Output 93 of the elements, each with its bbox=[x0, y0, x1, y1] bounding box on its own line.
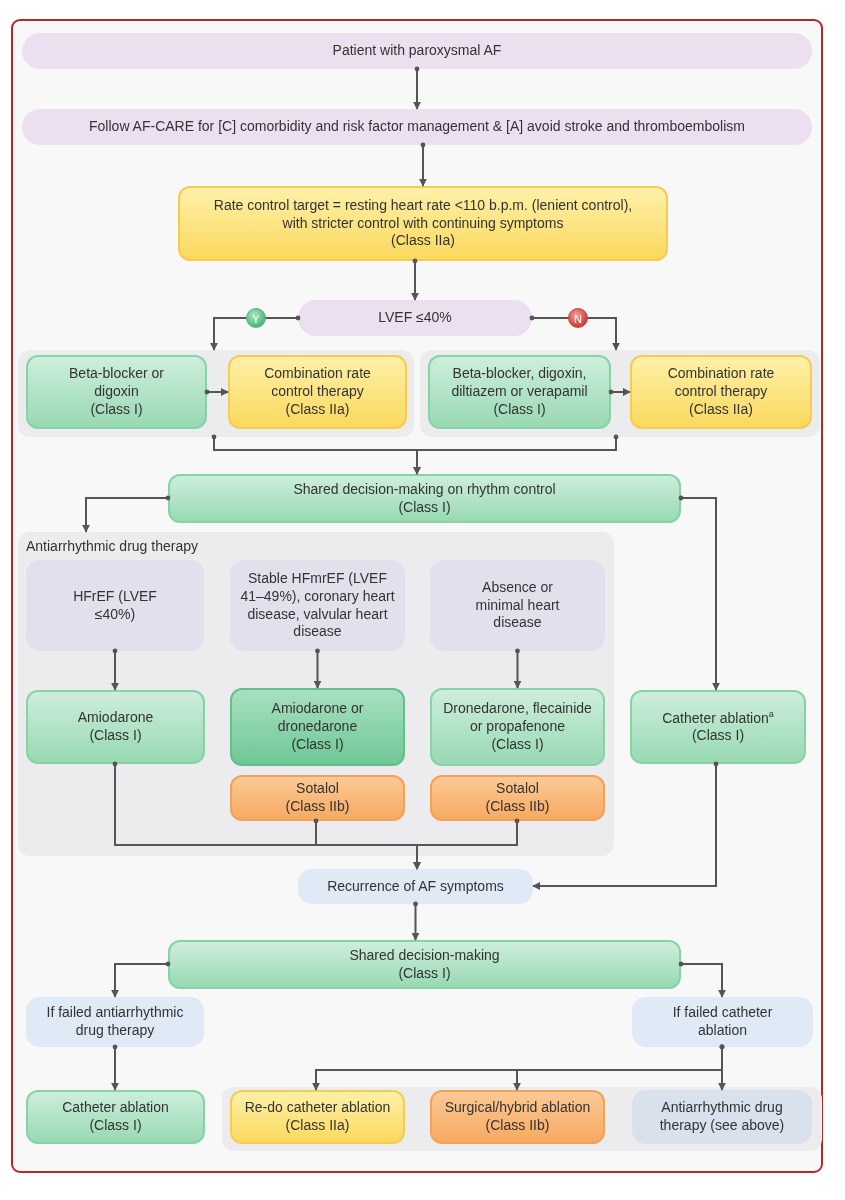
class-label: (Class I) bbox=[493, 400, 546, 419]
class-label: (Class IIa) bbox=[391, 232, 455, 251]
group-panel bbox=[18, 532, 614, 856]
node-text: Dronedarone, flecainide or propafenone bbox=[442, 700, 593, 736]
arrow bbox=[411, 258, 419, 301]
node-text: Combination rate control therapy bbox=[263, 365, 372, 401]
class-label: (Class IIa) bbox=[285, 400, 350, 419]
class-label: (Class I) bbox=[89, 1117, 142, 1135]
arrow bbox=[608, 388, 631, 396]
node-text: If failed antiarrhythmic drug therapy bbox=[45, 1004, 185, 1040]
node-text: HFrEF (LVEF ≤40%) bbox=[72, 587, 158, 624]
arrow bbox=[313, 648, 322, 689]
treatment-box bbox=[26, 355, 207, 429]
treatment-box bbox=[178, 186, 668, 261]
node-text: Follow AF-CARE for [C] comorbidity and risk factor management & [A] avoid stroke and thromboembolism bbox=[89, 118, 745, 136]
arrow bbox=[678, 495, 720, 691]
arrow bbox=[111, 961, 171, 998]
treatment-box bbox=[26, 690, 205, 764]
node-text: Beta-blocker, digoxin, diltiazem or verapamil bbox=[450, 365, 589, 401]
node-text: If failed catheter ablation bbox=[671, 1004, 774, 1040]
condition-box bbox=[230, 560, 405, 651]
class-label: (Class I) bbox=[291, 735, 344, 754]
class-label: (Class IIb) bbox=[485, 1117, 550, 1135]
treatment-box bbox=[430, 1090, 605, 1144]
condition-box bbox=[26, 560, 204, 651]
arrow bbox=[413, 434, 619, 475]
step-box bbox=[22, 109, 812, 145]
node-text: Amiodarone or dronedarone bbox=[270, 700, 365, 736]
treatment-box bbox=[168, 474, 681, 523]
treatment-box bbox=[428, 355, 611, 429]
class-label: (Class I) bbox=[398, 498, 451, 517]
group-panel bbox=[18, 350, 414, 437]
treatment-box bbox=[430, 688, 605, 766]
condition-box bbox=[430, 560, 605, 651]
node-text: Shared decision-making on rhythm control bbox=[293, 480, 556, 499]
node-text: Rate control target = resting heart rate <110 b.p.m. (lenient control), with stricter control with continuing symptoms bbox=[212, 196, 634, 233]
treatment-box bbox=[430, 775, 605, 821]
class-label: (Class IIa) bbox=[689, 400, 753, 419]
arrow bbox=[411, 901, 420, 941]
panel-heading: Antiarrhythmic drug therapy bbox=[26, 538, 198, 556]
group-panel bbox=[222, 1087, 822, 1151]
arrow bbox=[204, 388, 229, 396]
node-text: Amiodarone bbox=[77, 709, 154, 727]
class-label: (Class I) bbox=[398, 964, 451, 983]
treatment-box bbox=[230, 1090, 405, 1144]
treatment-box bbox=[228, 355, 407, 429]
arrow bbox=[718, 1044, 726, 1091]
node-text: Surgical/hybrid ablation bbox=[444, 1099, 591, 1117]
step-box bbox=[22, 33, 812, 69]
class-label: (Class I) bbox=[89, 727, 142, 745]
class-label: (Class I) bbox=[90, 400, 143, 419]
outcome-box bbox=[632, 997, 813, 1047]
node-text: Absence or minimal heart disease bbox=[474, 578, 561, 633]
node-text: Catheter ablation$^{a}$ bbox=[662, 708, 774, 728]
class-label: (Class IIa) bbox=[285, 1117, 350, 1135]
class-label: (Class IIb) bbox=[485, 798, 550, 816]
treatment-box bbox=[630, 355, 812, 429]
node-text: Beta-blocker or digoxin bbox=[68, 365, 165, 401]
arrow bbox=[82, 495, 171, 533]
treatment-box bbox=[230, 775, 405, 821]
node-text: Sotalol bbox=[496, 780, 539, 798]
class-label: (Class I) bbox=[691, 727, 745, 746]
node-text: Combination rate control therapy bbox=[666, 365, 776, 401]
node-text: LVEF ≤40% bbox=[378, 309, 452, 327]
node-text: Re-do catheter ablation bbox=[244, 1099, 391, 1117]
step-box bbox=[298, 300, 532, 336]
arrow bbox=[678, 961, 726, 998]
node-text: Patient with paroxysmal AF bbox=[332, 42, 502, 60]
node-text: Antiarrhythmic drug therapy (see above) bbox=[658, 1099, 786, 1135]
arrow bbox=[210, 315, 301, 351]
group-panel bbox=[420, 350, 820, 437]
class-label: (Class I) bbox=[491, 735, 544, 754]
arrow bbox=[532, 761, 719, 890]
arrow bbox=[111, 1044, 119, 1091]
class-label: (Class IIb) bbox=[285, 798, 350, 816]
node-text: Stable HFmrEF (LVEF 41–49%), coronary heart disease, valvular heart disease bbox=[239, 569, 396, 642]
treatment-box bbox=[168, 940, 681, 989]
arrow bbox=[419, 142, 427, 187]
node-text: Recurrence of AF symptoms bbox=[327, 877, 504, 896]
treatment-box bbox=[630, 690, 806, 764]
treatment-box bbox=[26, 1090, 205, 1144]
node-text: Shared decision-making bbox=[349, 946, 500, 965]
outcome-box bbox=[298, 869, 533, 904]
treatment-box bbox=[632, 1090, 812, 1144]
arrow bbox=[413, 66, 421, 110]
node-text: Catheter ablation bbox=[62, 1099, 169, 1117]
arrow bbox=[529, 315, 620, 351]
node-text: Sotalol bbox=[296, 780, 339, 798]
arrow bbox=[513, 648, 522, 689]
arrow bbox=[413, 818, 520, 870]
treatment-box bbox=[230, 688, 405, 766]
outcome-box bbox=[26, 997, 204, 1047]
arrow bbox=[111, 648, 119, 691]
